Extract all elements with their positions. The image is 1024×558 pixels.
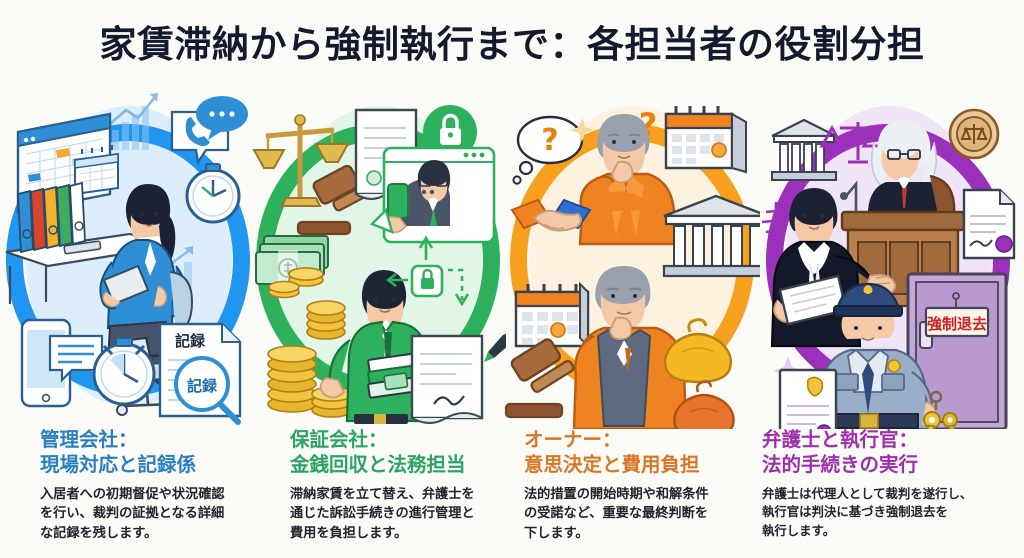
calendar-icon-2 [514, 281, 590, 349]
coin-stack-icon [267, 267, 353, 418]
illustration-guarantee-company [250, 84, 506, 429]
courthouse-icon [662, 194, 760, 278]
handshake-icon [510, 198, 592, 232]
coin-purse-icon [663, 318, 733, 384]
caption-management-company: 管理会社： 現場対応と記録係 入居者への初期督促や状況確認 を行い、裁判の証拠と… [40, 428, 270, 544]
calendar-icon [664, 106, 747, 174]
illustration-lawyer-bailiff: 強制退去 [760, 84, 1016, 429]
bailiff-officer-icon [799, 282, 938, 429]
legal-document-icon [962, 188, 1016, 260]
scene-money-and-law [252, 105, 506, 424]
scene-office-worker: 記録 記録 [5, 93, 248, 425]
video-call-icon [369, 146, 496, 244]
title-bar: 家賃滞納から強制執行まで：各担当者の役割分担 [0, 0, 1024, 88]
svg-text:記録: 記録 [175, 332, 206, 350]
decorative-lines-icon [761, 202, 787, 234]
stopwatch-icon [185, 163, 241, 224]
gavel-icon [504, 338, 575, 419]
businessman-figure [319, 270, 436, 424]
caption-heading: 保証会社： 金銭回収と法務担当 [290, 428, 466, 476]
binder-shelf-icon [17, 181, 86, 254]
illustration-management-company: 記録 記録 [0, 84, 256, 429]
caption-body: 法的措置の開始時期や和解条件 の受諾など、重要な最終判断を 下します。 [524, 486, 709, 541]
smartphone-message-icon [20, 318, 104, 408]
caption-owner: オーナー： 意思決定と費用負担 法的措置の開始時期や和解条件 の受諾など、重要な… [524, 428, 754, 544]
caption-heading: 弁護士と執行官： 法的手続きの実行 [762, 428, 919, 476]
door-sign-label: 強制退去 [927, 315, 987, 333]
page-title: 家賃滞納から強制執行まで：各担当者の役割分担 [99, 22, 925, 66]
caption-body: 滞納家賃を立て替え、弁護士を 通じた訴訟手続きの進行管理と 費用を負担します。 [290, 486, 475, 541]
scene-courtroom-eviction: 強制退去 [761, 108, 1016, 429]
svg-text:?: ? [541, 123, 558, 158]
signature-pen-icon [410, 334, 506, 424]
illustration-band: 記録 記録 [0, 84, 1024, 429]
coin-purse-icon-2 [673, 380, 735, 429]
owner-figure-upper [578, 114, 678, 246]
keys-icon [923, 390, 960, 429]
caption-heading: オーナー： 意思決定と費用負担 [524, 428, 700, 476]
books-icon [367, 351, 427, 399]
lawyer-icon [770, 188, 897, 348]
thought-bubble-icon: ? [512, 115, 584, 185]
gavel-icon [296, 164, 376, 236]
door-icon: 強制退去 [906, 272, 1008, 429]
chat-bubble-icon [196, 96, 248, 140]
courthouse-icon [771, 118, 837, 181]
caption-heading: 管理会社： 現場対応と記録係 [40, 428, 197, 476]
caption-body: 弁護士は代理人として裁判を遂行し、 執行官は判決に基づき強制退去を 執行します。 [762, 485, 973, 538]
scales-of-justice-icon [252, 114, 350, 207]
owner-figure-lower [572, 266, 722, 429]
caption-guarantee-company: 保証会社： 金銭回収と法務担当 滞納家賃を立て替え、弁護士を 通じた訴訟手続きの… [290, 428, 520, 544]
certificate-icon [778, 368, 838, 429]
bar-chart-growth-icon [109, 93, 158, 150]
scene-owner-decision: ? ? [504, 106, 760, 429]
svg-text:記録: 記録 [187, 377, 218, 395]
stopwatch-icon-2 [92, 337, 156, 406]
caption-body: 入居者への初期督促や状況確認 を行い、裁判の証拠となる詳細 な記録を残します。 [40, 486, 225, 541]
document-magnifier-icon: 記録 記録 [158, 322, 242, 425]
desk-calendar-icon [74, 145, 119, 196]
caption-row: 管理会社： 現場対応と記録係 入居者への初期督促や状況確認 を行い、裁判の証拠と… [0, 428, 1024, 558]
caption-lawyer-bailiff: 弁護士と執行官： 法的手続きの実行 弁護士は代理人として裁判を遂行し、 執行官は… [762, 428, 992, 540]
lock-box-icon [410, 264, 444, 298]
arrow-flow-icon [386, 235, 470, 307]
illustration-owner: ? ? [504, 84, 760, 429]
scales-of-justice-icon [819, 122, 887, 164]
official-seal-icon [948, 108, 1000, 160]
